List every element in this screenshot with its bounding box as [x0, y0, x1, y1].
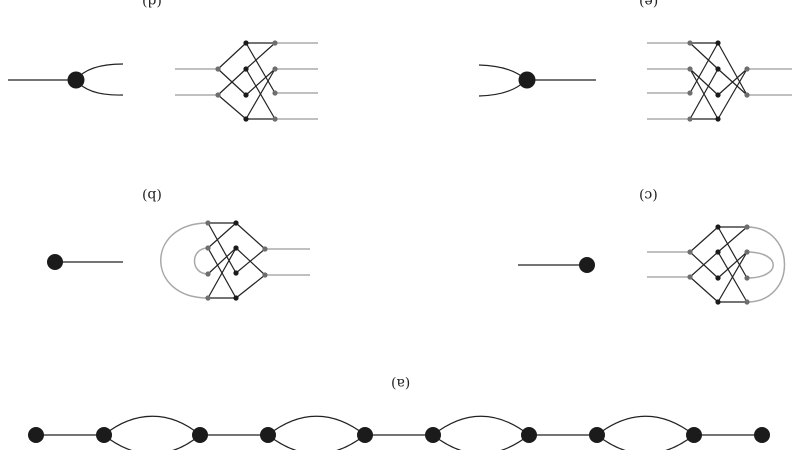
- panel-b-nodes: [205, 220, 268, 301]
- panel-c-crossings: [689, 226, 748, 303]
- panel-a-bubble-1-lower: [103, 434, 201, 450]
- panel-a-vertex-5: [357, 427, 373, 443]
- panel-a-bubble-1-upper: [103, 415, 201, 436]
- panel-c-nodes: [687, 224, 750, 305]
- panel-a-vertex-2: [96, 427, 112, 443]
- panel-a-vertex-4: [260, 427, 276, 443]
- panel-a-bubble-4-upper: [596, 415, 695, 436]
- panel-a-chain: [28, 415, 770, 450]
- panel-a-bubble-2-lower: [267, 434, 366, 450]
- panel-c-tadpole: [518, 257, 595, 273]
- panel-a-bubble-4-lower: [596, 434, 695, 450]
- panel-e-network: [647, 40, 792, 122]
- panel-c-vertex: [579, 257, 595, 273]
- panel-b-inner-loop: [193, 247, 209, 275]
- panel-e-vertex: [518, 71, 536, 89]
- panel-d-nodes: [215, 40, 278, 122]
- panel-a-vertex-3: [192, 427, 208, 443]
- panel-a-vertex-10: [754, 427, 770, 443]
- panel-d-network: [175, 40, 318, 122]
- panel-a-bubble-2-upper: [267, 415, 366, 436]
- panel-c-outer-loop: [746, 226, 786, 303]
- panel-c-network: [647, 224, 786, 305]
- panel-b-vertex: [47, 254, 63, 270]
- panel-c-grey-wires: [647, 251, 690, 278]
- panel-e-crossings: [689, 42, 748, 120]
- panel-d-vertex: [67, 71, 85, 89]
- panel-e-nodes: [687, 40, 750, 122]
- panel-a-bubble-3-upper: [432, 415, 530, 436]
- panel-a-vertex-8: [589, 427, 605, 443]
- panel-d-grey-wires: [175, 42, 318, 120]
- panel-a-vertex-1: [28, 427, 44, 443]
- panel-d-vertex-diagram: [8, 63, 124, 96]
- panel-d-crossings: [217, 42, 276, 120]
- panel-b-crossings: [207, 222, 266, 299]
- panel-a-vertex-9: [686, 427, 702, 443]
- panel-b-network: [160, 220, 310, 301]
- panel-a-vertex-6: [425, 427, 441, 443]
- panel-b-tadpole: [47, 254, 123, 270]
- panel-b-outer-loop: [160, 222, 209, 299]
- panel-a-vertex-7: [521, 427, 537, 443]
- panel-a-bubble-3-lower: [432, 434, 530, 450]
- panel-c-inner-loop: [746, 251, 774, 279]
- panel-e-vertex-diagram: [478, 64, 596, 97]
- panel-b-grey-wires: [265, 248, 310, 276]
- panel-e-grey-wires: [647, 42, 792, 120]
